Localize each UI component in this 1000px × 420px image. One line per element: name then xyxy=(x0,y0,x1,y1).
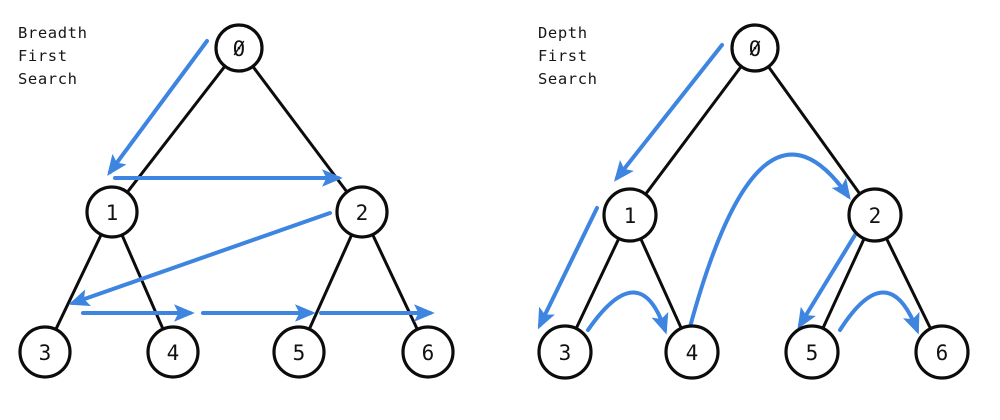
node-circle-bfs-6 xyxy=(401,325,455,379)
graph-node-bfs-0[interactable]: 0 xyxy=(214,23,264,73)
bfs-caption: Breadth First Search xyxy=(18,22,88,91)
tree-edge-bfs-1-3 xyxy=(54,233,103,331)
bfs-arrow-2-to-3 xyxy=(68,211,332,307)
graph-node-dfs-1[interactable]: 1 xyxy=(602,187,658,243)
node-circle-dfs-1 xyxy=(602,187,658,243)
traversal-arrows-layer xyxy=(68,39,920,335)
node-circle-dfs-3 xyxy=(537,324,593,380)
tree-edge-bfs-2-6 xyxy=(371,233,419,331)
node-circle-bfs-5 xyxy=(272,325,326,379)
dfs-caption-line-2: First xyxy=(538,47,588,65)
tree-edge-dfs-1-3 xyxy=(574,236,621,331)
node-circle-bfs-2 xyxy=(335,185,389,239)
graph-node-dfs-3[interactable]: 3 xyxy=(537,324,593,380)
dfs-arrow-4-to-2 xyxy=(688,152,851,329)
graph-node-bfs-3[interactable]: 3 xyxy=(18,325,72,379)
graph-node-dfs-4[interactable]: 4 xyxy=(664,324,720,380)
slashed-zero-icon-bfs xyxy=(233,40,245,56)
dfs-arrow-2-to-5 xyxy=(797,233,857,330)
node-circle-dfs-2 xyxy=(847,187,903,243)
tree-edges-layer xyxy=(54,64,933,331)
bfs-caption-line-3: Search xyxy=(18,70,78,88)
bfs-arrow-0-to-1 xyxy=(107,39,209,176)
tree-edge-dfs-0-2 xyxy=(766,65,862,196)
graph-node-bfs-1[interactable]: 1 xyxy=(85,185,139,239)
node-circle-bfs-1 xyxy=(85,185,139,239)
node-circle-dfs-4 xyxy=(664,324,720,380)
node-circle-bfs-3 xyxy=(18,325,72,379)
graph-node-dfs-6[interactable]: 6 xyxy=(914,324,970,380)
graph-node-dfs-5[interactable]: 5 xyxy=(784,324,840,380)
node-circle-dfs-6 xyxy=(914,324,970,380)
node-label-bfs-5: 5 xyxy=(293,341,306,365)
node-label-dfs-1: 1 xyxy=(624,204,637,228)
graph-node-bfs-5[interactable]: 5 xyxy=(272,325,326,379)
node-label-bfs-4: 4 xyxy=(167,341,180,365)
node-label-bfs-2: 2 xyxy=(356,201,369,225)
node-circle-dfs-5 xyxy=(784,324,840,380)
bfs-caption-line-1: Breadth xyxy=(18,24,88,42)
graph-node-bfs-2[interactable]: 2 xyxy=(335,185,389,239)
dfs-arrow-1-to-3 xyxy=(537,206,599,330)
node-label-bfs-1: 1 xyxy=(106,201,119,225)
graph-node-bfs-4[interactable]: 4 xyxy=(146,325,200,379)
node-label-bfs-6: 6 xyxy=(422,341,435,365)
dfs-caption-line-3: Search xyxy=(538,70,598,88)
bfs-caption-line-2: First xyxy=(18,47,68,65)
tree-edge-bfs-0-1 xyxy=(125,64,227,194)
node-label-dfs-6: 6 xyxy=(936,341,949,365)
tree-nodes-layer: 0 1 2 3 4 5 6 0 1 2 3 4 5 6 xyxy=(18,23,970,380)
slashed-zero-icon-dfs xyxy=(749,40,761,56)
graph-node-dfs-0[interactable]: 0 xyxy=(730,23,780,73)
dfs-arrow-0-to-1 xyxy=(614,43,724,182)
node-label-bfs-3: 3 xyxy=(39,341,52,365)
node-label-dfs-4: 4 xyxy=(686,341,699,365)
dfs-caption-line-1: Depth xyxy=(538,24,588,42)
tree-edge-dfs-1-4 xyxy=(639,237,683,330)
tree-edge-dfs-2-5 xyxy=(821,237,866,330)
dfs-arrow-3-to-4 xyxy=(586,290,669,335)
graph-node-bfs-6[interactable]: 6 xyxy=(401,325,455,379)
node-label-dfs-3: 3 xyxy=(559,341,572,365)
node-label-dfs-5: 5 xyxy=(806,341,819,365)
dfs-arrow-5-to-6 xyxy=(838,290,920,335)
dfs-caption: Depth First Search xyxy=(538,22,598,91)
node-label-dfs-2: 2 xyxy=(869,204,882,228)
tree-edge-dfs-2-6 xyxy=(884,236,933,331)
graph-node-dfs-2[interactable]: 2 xyxy=(847,187,903,243)
tree-edge-dfs-0-1 xyxy=(644,64,743,196)
node-circle-bfs-4 xyxy=(146,325,200,379)
tree-edge-bfs-2-5 xyxy=(307,233,354,331)
tree-edge-bfs-0-2 xyxy=(251,64,349,194)
